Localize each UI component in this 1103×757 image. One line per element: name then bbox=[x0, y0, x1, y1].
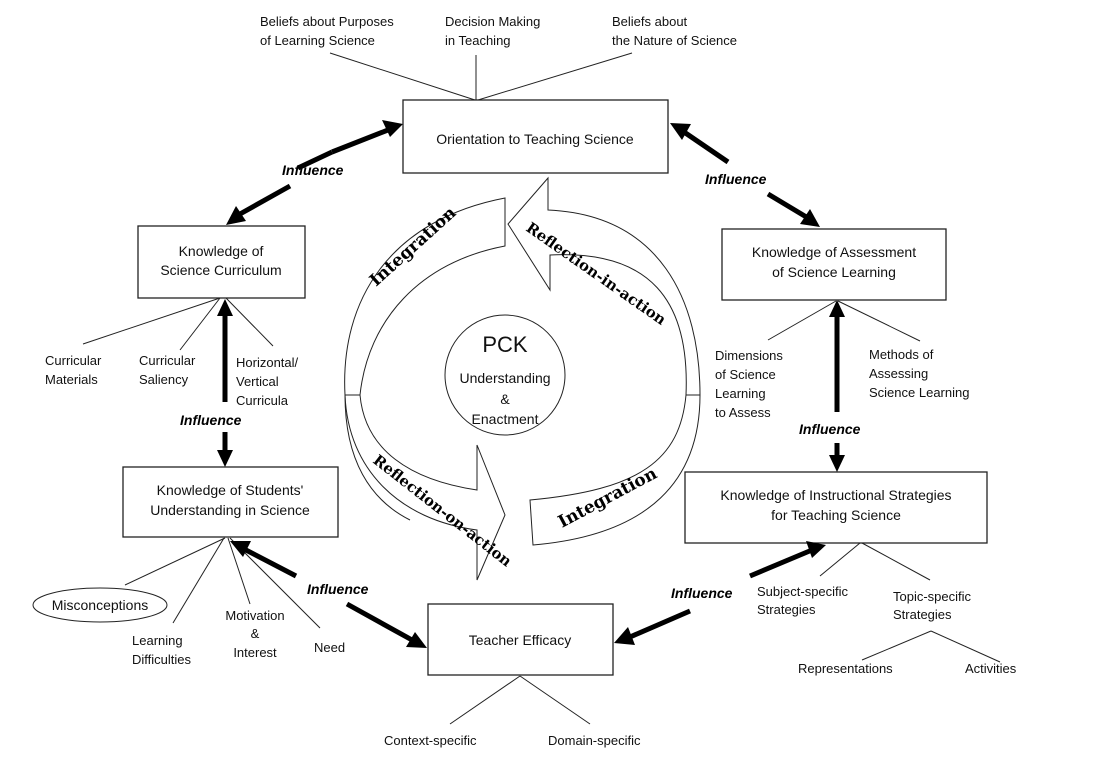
integration-bottom-band bbox=[529, 394, 701, 546]
students-component-label: Difficulties bbox=[132, 652, 192, 667]
students-component-label: Interest bbox=[233, 645, 277, 660]
pck-center: PCK Understanding & Enactment bbox=[444, 314, 566, 436]
efficacy-connectors bbox=[449, 675, 591, 725]
curriculum-component-label: Vertical bbox=[236, 374, 279, 389]
strategies-component-label: Topic-specific bbox=[893, 589, 972, 604]
influence-arrow-top-right bbox=[670, 123, 820, 227]
efficacy-box-label: Teacher Efficacy bbox=[469, 632, 571, 648]
assessment-component-label: Science Learning bbox=[869, 385, 969, 400]
assessment-box: Knowledge of Assessment of Science Learn… bbox=[721, 228, 947, 301]
influence-label: Influence bbox=[282, 162, 344, 178]
orientation-box-label: Orientation to Teaching Science bbox=[436, 131, 634, 147]
students-component-label: Motivation bbox=[225, 608, 284, 623]
orientation-component-label: Decision Making bbox=[445, 14, 540, 29]
orientation-box: Orientation to Teaching Science bbox=[402, 99, 669, 174]
assessment-box-label: of Science Learning bbox=[772, 264, 896, 280]
pck-subtitle: & bbox=[500, 391, 510, 407]
influence-label: Influence bbox=[705, 171, 767, 187]
curriculum-component-label: Materials bbox=[45, 372, 98, 387]
reflection-on-action-arrow bbox=[344, 394, 506, 581]
strategies-component-label: Strategies bbox=[757, 602, 816, 617]
efficacy-component-label: Context-specific bbox=[384, 733, 477, 748]
strategies-box-label: Knowledge of Instructional Strategies bbox=[720, 487, 951, 503]
assessment-component-label: of Science bbox=[715, 367, 776, 382]
curriculum-component-label: Curricular bbox=[139, 353, 196, 368]
orientation-component-label: the Nature of Science bbox=[612, 33, 737, 48]
assessment-box-label: Knowledge of Assessment bbox=[752, 244, 916, 260]
efficacy-component-label: Domain-specific bbox=[548, 733, 641, 748]
pck-subtitle: Enactment bbox=[472, 411, 539, 427]
reflection-in-action-arrow bbox=[507, 176, 701, 396]
students-component-label: Need bbox=[314, 640, 345, 655]
misconceptions-node: Misconceptions bbox=[32, 587, 168, 623]
influence-label: Influence bbox=[180, 412, 242, 428]
strategies-component-label: Strategies bbox=[893, 607, 952, 622]
influence-arrow-left bbox=[217, 299, 233, 467]
students-component-label: Learning bbox=[132, 633, 183, 648]
curriculum-box: Knowledge of Science Curriculum bbox=[137, 225, 306, 299]
pck-subtitle: Understanding bbox=[459, 370, 550, 386]
assessment-component-label: to Assess bbox=[715, 405, 771, 420]
curriculum-component-label: Saliency bbox=[139, 372, 189, 387]
orientation-component-label: in Teaching bbox=[445, 33, 511, 48]
influence-arrow-bottom-left bbox=[230, 541, 427, 648]
topic-component-label: Representations bbox=[798, 661, 893, 676]
assessment-component-label: Learning bbox=[715, 386, 766, 401]
students-box-label: Understanding in Science bbox=[150, 502, 310, 518]
strategies-box: Knowledge of Instructional Strategies fo… bbox=[684, 471, 988, 544]
strategies-component-label: Subject-specific bbox=[757, 584, 849, 599]
pck-title: PCK bbox=[482, 332, 528, 357]
assessment-component-label: Dimensions bbox=[715, 348, 783, 363]
topic-component-label: Activities bbox=[965, 661, 1017, 676]
curriculum-component-label: Curricula bbox=[236, 393, 289, 408]
orientation-component-label: of Learning Science bbox=[260, 33, 375, 48]
curriculum-connectors bbox=[82, 297, 274, 351]
efficacy-box: Teacher Efficacy bbox=[427, 603, 614, 676]
influence-label: Influence bbox=[307, 581, 369, 597]
influence-label: Influence bbox=[671, 585, 733, 601]
integration-top-band bbox=[344, 197, 506, 396]
curriculum-box-label: Knowledge of bbox=[179, 243, 264, 259]
influence-arrow-bottom-right bbox=[614, 541, 826, 645]
influence-label: Influence bbox=[799, 421, 861, 437]
students-box: Knowledge of Students' Understanding in … bbox=[122, 466, 339, 538]
orientation-component-label: Beliefs about bbox=[612, 14, 688, 29]
assessment-component-label: Methods of bbox=[869, 347, 934, 362]
assessment-component-label: Assessing bbox=[869, 366, 928, 381]
influence-arrow-top-left bbox=[226, 120, 403, 225]
strategies-box-label: for Teaching Science bbox=[771, 507, 901, 523]
orientation-component-label: Beliefs about Purposes bbox=[260, 14, 394, 29]
curriculum-component-label: Horizontal/ bbox=[236, 355, 299, 370]
cycle-arrows bbox=[344, 176, 701, 581]
assessment-connectors bbox=[767, 300, 921, 342]
influence-arrow-right bbox=[829, 300, 845, 472]
orientation-connectors bbox=[329, 52, 633, 101]
curriculum-box-label: Science Curriculum bbox=[160, 262, 281, 278]
curriculum-component-label: Curricular bbox=[45, 353, 102, 368]
strategies-connectors bbox=[819, 542, 1001, 663]
students-component-label: Misconceptions bbox=[52, 597, 149, 613]
students-box-label: Knowledge of Students' bbox=[157, 482, 304, 498]
students-component-label: & bbox=[251, 626, 260, 641]
